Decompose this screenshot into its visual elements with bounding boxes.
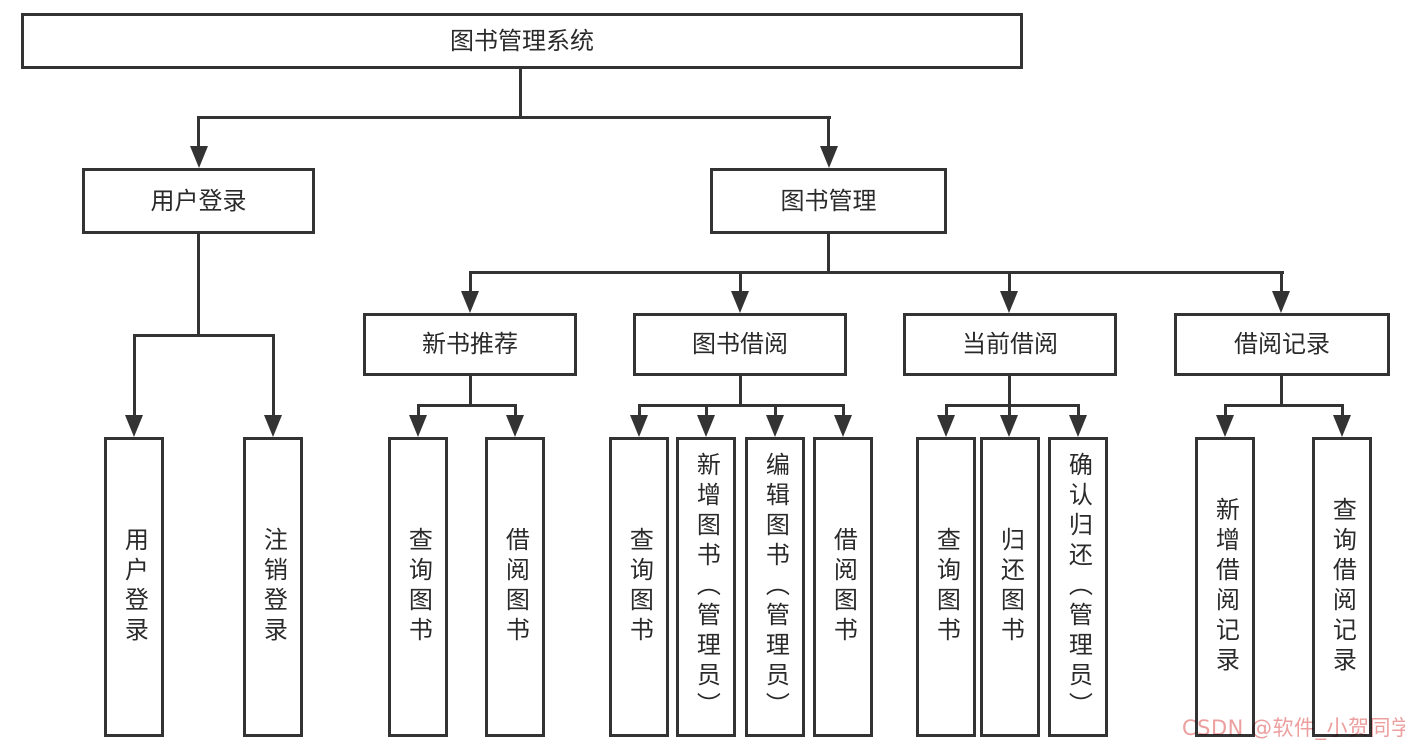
leaf-label: 查询借阅记录	[1328, 497, 1357, 677]
connector-stem	[1224, 404, 1227, 419]
arrow-down-icon	[125, 415, 143, 437]
connector-user-login-rail	[133, 334, 275, 337]
node-add-borrow-record: 新增借阅记录	[1195, 437, 1255, 737]
connector-current-borrow-rail	[945, 404, 1080, 407]
arrow-down-icon	[190, 146, 208, 168]
arrow-down-icon	[630, 415, 648, 437]
connector-new-rec-down	[469, 375, 472, 407]
node-query-books: 查询图书	[609, 437, 669, 737]
connector-stem	[842, 404, 845, 419]
arrow-down-icon	[1000, 291, 1018, 313]
connector-stem	[705, 404, 708, 419]
arrow-down-icon	[461, 291, 479, 313]
connector-stem-new-rec	[469, 271, 472, 295]
arrow-down-icon	[1069, 415, 1087, 437]
leaf-label: 查询图书	[932, 527, 961, 647]
leaf-label: 查询图书	[625, 527, 654, 647]
leaf-label: 用户登录	[120, 527, 149, 647]
arrow-down-icon	[937, 415, 955, 437]
connector-stem-login	[133, 334, 136, 419]
node-book-management: 图书管理	[710, 168, 947, 234]
arrow-down-icon	[731, 291, 749, 313]
connector-stem-borrow-records	[1280, 271, 1283, 295]
leaf-label: 编辑图书（管理员）	[761, 452, 790, 722]
arrow-down-icon	[820, 146, 838, 168]
node-query-books: 查询图书	[388, 437, 448, 737]
connector-level2-rail	[469, 271, 1284, 274]
connector-stem-user-login	[197, 116, 200, 150]
node-query-borrow-record: 查询借阅记录	[1312, 437, 1372, 737]
leaf-label: 借阅图书	[829, 527, 858, 647]
arrow-down-icon	[697, 415, 715, 437]
csdn-watermark: CSDN @软件_小贺同学	[1182, 716, 1405, 740]
arrow-down-icon	[506, 415, 524, 437]
connector-stem-current-borrow	[1008, 271, 1011, 295]
node-query-books: 查询图书	[916, 437, 976, 737]
arrow-down-icon	[409, 415, 427, 437]
connector-stem	[638, 404, 641, 419]
connector-stem	[1341, 404, 1344, 419]
connector-stem-book-mgmt	[827, 116, 830, 150]
leaf-label: 查询图书	[404, 527, 433, 647]
leaf-label: 注销登录	[259, 527, 288, 647]
arrow-down-icon	[766, 415, 784, 437]
node-confirm-return-admin: 确认归还（管理员）	[1048, 437, 1108, 737]
node-borrow-books: 借阅图书	[813, 437, 873, 737]
node-current-borrowing: 当前借阅	[903, 313, 1117, 376]
node-borrow-books: 借阅图书	[485, 437, 545, 737]
node-user-login: 用户登录	[82, 168, 315, 234]
node-book-borrowing: 图书借阅	[633, 313, 847, 376]
node-library-system: 图书管理系统	[21, 13, 1023, 69]
connector-stem	[417, 404, 420, 419]
connector-records-rail	[1224, 404, 1344, 407]
connector-stem	[945, 404, 948, 419]
leaf-label: 新增图书（管理员）	[692, 452, 721, 722]
arrow-down-icon	[834, 415, 852, 437]
node-edit-books-admin: 编辑图书（管理员）	[745, 437, 805, 737]
connector-stem	[514, 404, 517, 419]
arrow-down-icon	[1216, 415, 1234, 437]
arrow-down-icon	[1333, 415, 1351, 437]
node-borrow-records: 借阅记录	[1174, 313, 1390, 376]
connector-book-borrow-rail	[638, 404, 845, 407]
connector-stem-logout	[272, 334, 275, 419]
connector-stem	[1077, 404, 1080, 419]
connector-records-down	[1280, 375, 1283, 407]
node-return-books: 归还图书	[980, 437, 1040, 737]
node-user-login-leaf: 用户登录	[104, 437, 164, 737]
arrow-down-icon	[264, 415, 282, 437]
connector-book-mgmt-down	[827, 233, 830, 274]
node-new-book-recommend: 新书推荐	[363, 313, 577, 376]
connector-user-login-down	[197, 233, 200, 336]
connector-stem	[774, 404, 777, 419]
connector-book-borrow-down	[739, 375, 742, 407]
connector-root-down	[519, 69, 522, 118]
connector-level1-rail	[198, 116, 831, 119]
leaf-label: 归还图书	[996, 527, 1025, 647]
connector-new-rec-rail	[417, 404, 517, 407]
node-add-books-admin: 新增图书（管理员）	[676, 437, 736, 737]
connector-current-borrow-down	[1008, 375, 1011, 407]
leaf-label: 确认归还（管理员）	[1064, 452, 1093, 722]
leaf-label: 新增借阅记录	[1211, 497, 1240, 677]
arrow-down-icon	[1272, 291, 1290, 313]
connector-stem-book-borrow	[739, 271, 742, 295]
arrow-down-icon	[1000, 415, 1018, 437]
node-logout: 注销登录	[243, 437, 303, 737]
connector-stem	[1008, 404, 1011, 419]
leaf-label: 借阅图书	[501, 527, 530, 647]
